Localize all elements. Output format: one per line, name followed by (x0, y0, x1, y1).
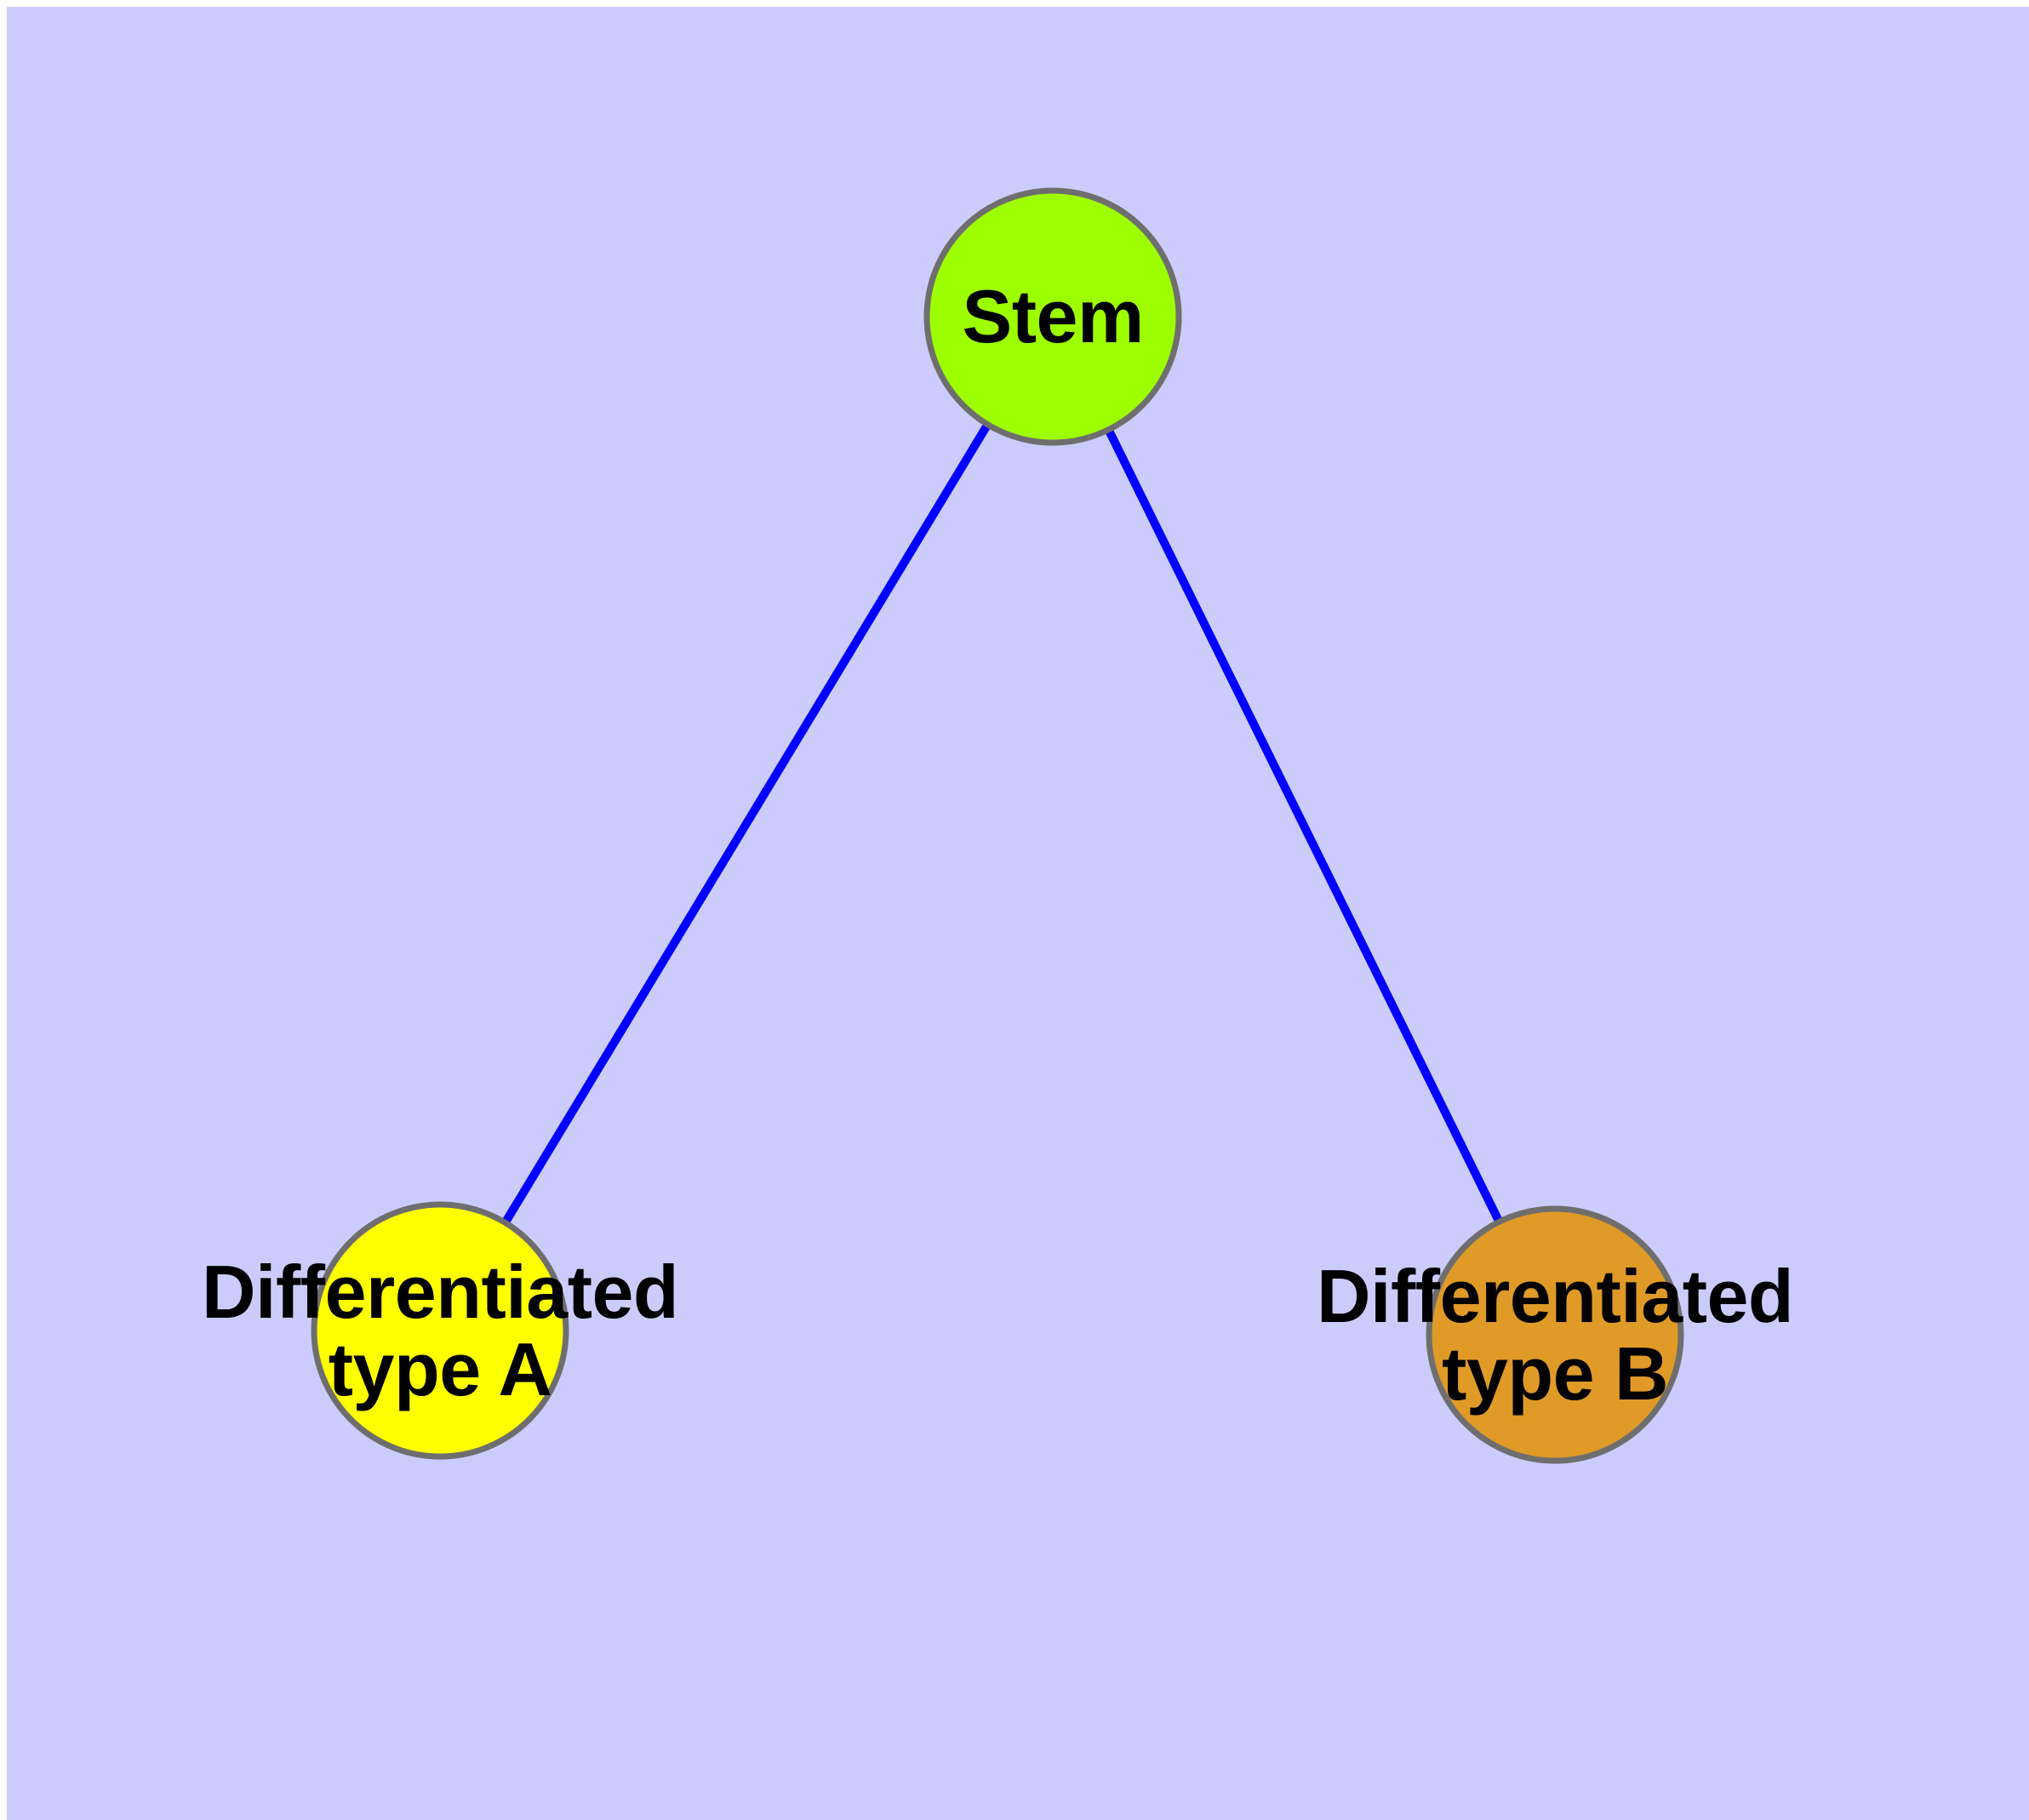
edge-stem-diff-b[interactable] (1104, 427, 1504, 1224)
node-diff-b[interactable] (1426, 1205, 1684, 1464)
node-stem[interactable] (923, 187, 1182, 446)
edge-stem-diff-a[interactable] (501, 422, 992, 1225)
edges-group (501, 422, 1504, 1225)
nodes-group (311, 187, 1684, 1464)
node-diff-a[interactable] (311, 1201, 569, 1460)
